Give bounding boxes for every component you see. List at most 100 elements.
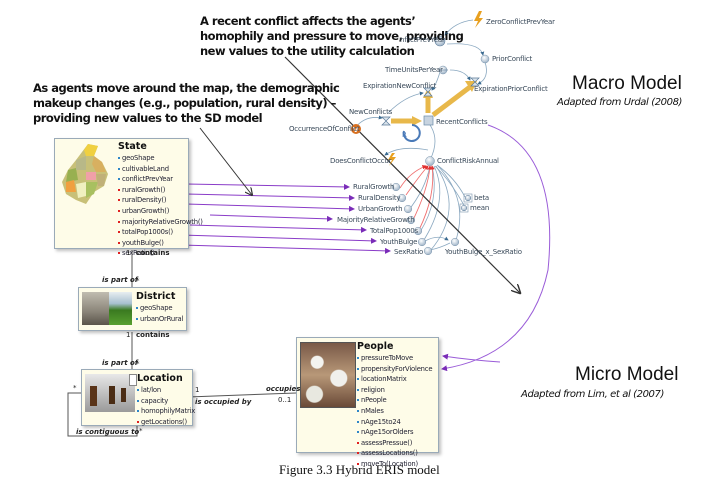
node-beta-icon	[463, 193, 473, 203]
link-zero-to-prev	[444, 19, 474, 36]
link-rural-growth-to-risk	[399, 165, 427, 189]
figure-caption: Figure 3.3 Hybrid ERIS model	[279, 462, 440, 477]
mult-district-location-top: 1	[126, 331, 131, 339]
class-district[interactable]: District geoShape urbanOrRural	[78, 287, 187, 331]
macro-model-title: Macro Model	[572, 73, 682, 94]
district-attr: geoShape	[136, 303, 183, 314]
label-prior-conflict: PriorConflict	[492, 55, 533, 63]
mult-location-people-left: 1	[195, 386, 200, 394]
label-occupies: occupies	[266, 385, 301, 393]
arrow-youth-bulge	[180, 234, 377, 244]
loop-marker-icon	[402, 124, 421, 142]
link-time-to-expnew	[431, 71, 441, 91]
district-street-image	[82, 292, 109, 325]
arrow-rural-density	[185, 193, 355, 201]
flow-recent-to-expprior	[431, 85, 472, 117]
state-op: majorityRelativeGrowth()	[118, 217, 203, 228]
link-prev-to-prior	[446, 43, 485, 56]
mult-state-district-top: 1	[126, 249, 131, 257]
callout-top-line-2: homophily and pressure to move, providin…	[200, 29, 464, 43]
callout-left-line-3: providing new values to the SD model	[33, 111, 263, 125]
callout-demographic: As agents move around the map, the demog…	[33, 81, 340, 126]
mult-location-people-right: 0..1	[278, 396, 292, 404]
assoc-location-people	[187, 392, 297, 398]
label-is-occupied-by: is occupied by	[195, 398, 252, 406]
location-attr: lat/lon	[137, 385, 195, 396]
people-op: assessLocations()	[357, 448, 432, 459]
label-occurrence-of-conflict: OccurrenceOfConflict	[289, 125, 360, 133]
label-time-units-per-year: TimeUnitsPerYear	[385, 66, 443, 74]
callout-left-line-2: makeup changes (e.g., population, rural …	[33, 96, 336, 110]
state-op: ruralDensity()	[118, 195, 203, 206]
assoc-location-contiguous	[67, 392, 138, 437]
class-state-members: geoShape cultivableLand conflictPrevYear…	[118, 153, 203, 259]
label-zero-conflict-prev-year: ZeroConflictPrevYear	[486, 18, 555, 26]
class-people[interactable]: People pressureToMove propensityForViole…	[296, 337, 439, 468]
label-state-contains: contains	[136, 249, 170, 257]
link-youth-to-risk	[421, 165, 441, 244]
state-op: ruralGrowth()	[118, 185, 203, 196]
location-op: getLocations()	[137, 417, 195, 428]
node-total-pop-icon	[413, 226, 423, 236]
link-majority-to-risk	[411, 165, 432, 223]
state-attr: conflictPrevYear	[118, 174, 203, 185]
label-beta: beta	[474, 194, 489, 202]
class-location[interactable]: Location lat/lon capacity homophilyMatri…	[81, 369, 195, 427]
label-district-part-of: is part of	[102, 276, 138, 284]
link-new-to-expnew	[387, 91, 424, 114]
svg-text:R: R	[402, 131, 407, 139]
people-op: moveTo(Location)	[357, 459, 432, 470]
label-recent-conflicts: RecentConflicts	[436, 118, 488, 126]
label-district-contains: contains	[136, 331, 170, 339]
callout-recent-conflict: A recent conflict affects the agents’ ho…	[200, 14, 464, 59]
location-attr: capacity	[137, 396, 195, 407]
people-attr: nMales	[357, 406, 432, 417]
state-attr: cultivableLand	[118, 164, 203, 175]
arrow-recent-to-people-2	[442, 353, 501, 363]
valve-new-conflicts-icon	[381, 116, 391, 126]
link-recent-to-risk	[429, 124, 436, 161]
micro-model-subtitle: Adapted from Lim, et al (2007)	[521, 389, 664, 400]
link-urban-to-risk	[407, 165, 431, 212]
node-urban-growth-icon	[403, 204, 413, 214]
label-conflict-risk-annual: ConflictRiskAnnual	[437, 157, 499, 165]
class-location-members: lat/lon capacity homophilyMatrix getLoca…	[137, 385, 195, 427]
mult-district-location-bottom: *	[136, 360, 140, 368]
state-op: youthBulge()	[118, 238, 203, 249]
sd-node-glyphs: V R	[351, 11, 490, 256]
people-attr: religion	[357, 385, 432, 396]
class-state[interactable]: State geoShape cultivableLand conflictPr…	[54, 138, 203, 257]
people-attr: locationMatrix	[357, 374, 432, 385]
class-people-name: People	[357, 341, 394, 352]
node-rural-density-icon	[397, 193, 407, 203]
class-people-members: pressureToMove propensityForViolence loc…	[357, 353, 433, 470]
label-does-conflict-occur: DoesConflictOccur	[330, 157, 392, 165]
district-field-image	[109, 292, 132, 325]
label-rural-growth: RuralGrowth	[353, 183, 395, 191]
link-risk-to-does	[384, 147, 429, 156]
link-total-to-risk	[419, 165, 435, 233]
node-occurrence-icon	[351, 124, 361, 134]
class-state-name: State	[118, 141, 147, 152]
people-attr: nAge15orOlders	[357, 427, 432, 438]
link-rural-density-to-risk	[405, 165, 429, 196]
state-op: totalPop1000s()	[118, 227, 203, 238]
people-attr: nAge15to24	[357, 417, 432, 428]
class-location-name: Location	[137, 373, 183, 384]
callout-top-line-3: new values to the utility calculation	[200, 44, 415, 58]
label-is-contiguous-to: is contiguous to	[76, 428, 140, 436]
uml-associations	[67, 250, 297, 437]
callout-top-pointer	[284, 56, 520, 293]
link-youth-to-yxs	[424, 236, 449, 242]
label-new-conflicts: NewConflicts	[349, 108, 393, 116]
callout-top-line-1: A recent conflict affects the agents’	[200, 14, 416, 28]
node-sex-ratio-icon	[423, 246, 433, 256]
state-attr: geoShape	[118, 153, 203, 164]
node-prev-year-icon	[434, 35, 446, 47]
link-sex-to-risk	[429, 165, 450, 252]
label-majority-relative-growth: MajorityRelativeGrowth	[337, 216, 415, 224]
people-attr: pressureToMove	[357, 353, 432, 364]
people-op: assessPressue()	[357, 438, 432, 449]
people-crowd-image	[300, 342, 356, 408]
node-majority-growth-icon	[406, 215, 416, 225]
